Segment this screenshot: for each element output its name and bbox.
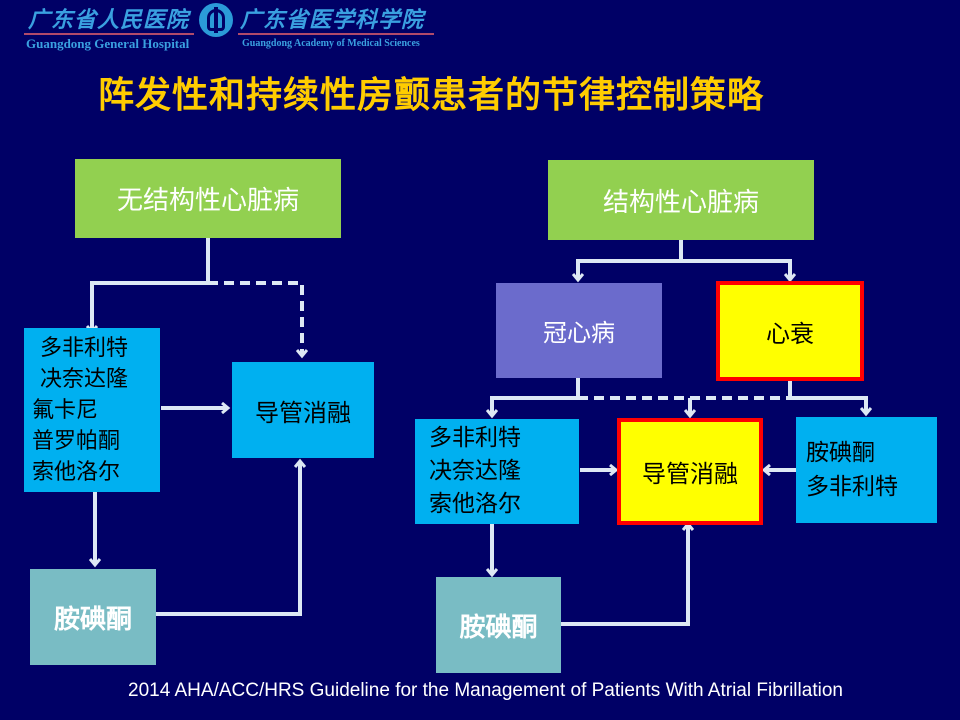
- drug-item: 多非利特: [40, 335, 129, 361]
- left-antiarrhythmic-drugs-box: 多非利特 决奈达隆 氟卡尼 普罗帕酮 索他洛尔: [24, 328, 160, 492]
- drug-item: 决奈达隆: [429, 458, 521, 484]
- catheter-ablation-label: 导管消融: [255, 398, 351, 427]
- academy-name-cn: 广东省医学科学院: [240, 7, 425, 33]
- connector-struct-to-cad: [578, 259, 681, 280]
- connector-amiodarone-to-ablation-right: [561, 524, 688, 626]
- right-catheter-ablation-box: 导管消融: [617, 418, 763, 525]
- drug-item: 氟卡尼: [32, 397, 99, 423]
- connector-hf-to-drugs: [790, 396, 866, 414]
- amiodarone-label: 胺碘酮: [53, 604, 132, 635]
- drug-item: 多非利特: [429, 425, 521, 451]
- drug-item: 索他洛尔: [429, 491, 521, 517]
- slide-title: 阵发性和持续性房颤患者的节律控制策略: [98, 74, 765, 116]
- no-structural-heart-disease-label: 无结构性心脏病: [116, 186, 299, 216]
- coronary-heart-disease-label: 冠心病: [543, 319, 615, 347]
- heart-failure-label: 心衰: [766, 319, 814, 348]
- drug-item: 普罗帕酮: [32, 428, 121, 454]
- connector-struct-to-hf: [681, 259, 790, 280]
- amiodarone-label: 胺碘酮: [459, 612, 538, 643]
- no-structural-heart-disease-box: 无结构性心脏病: [75, 159, 341, 238]
- connector-cad-to-drugs: [492, 396, 578, 416]
- logo-divider: [238, 33, 434, 35]
- cad-antiarrhythmic-drugs-box: 多非利特 决奈达隆 索他洛尔: [415, 419, 579, 524]
- hospital-name-en: Guangdong General Hospital: [26, 36, 190, 51]
- drug-item: 索他洛尔: [32, 459, 121, 485]
- connector-root-to-ablation-dashed: [208, 281, 302, 356]
- right-amiodarone-box: 胺碘酮: [436, 577, 561, 673]
- left-catheter-ablation-box: 导管消融: [232, 362, 374, 458]
- heart-failure-box: 心衰: [716, 281, 864, 381]
- connector-amiodarone-to-ablation: [156, 461, 300, 616]
- connector-root-to-drugs: [92, 281, 208, 332]
- drug-item: 决奈达隆: [40, 366, 129, 392]
- coronary-heart-disease-box: 冠心病: [496, 283, 662, 378]
- hf-antiarrhythmic-drugs-box: 胺碘酮 多非利特: [796, 417, 937, 523]
- drug-item: 多非利特: [806, 474, 898, 500]
- catheter-ablation-label: 导管消融: [642, 460, 738, 488]
- drug-item: 胺碘酮: [806, 440, 875, 466]
- guideline-citation: 2014 AHA/ACC/HRS Guideline for the Manag…: [128, 680, 843, 701]
- left-amiodarone-box: 胺碘酮: [30, 569, 156, 665]
- academy-name-en: Guangdong Academy of Medical Sciences: [242, 38, 420, 49]
- logo-divider: [24, 33, 194, 35]
- hospital-name-cn: 广东省人民医院: [28, 7, 190, 33]
- structural-heart-disease-label: 结构性心脏病: [602, 187, 759, 218]
- structural-heart-disease-box: 结构性心脏病: [548, 160, 814, 240]
- hospital-emblem-icon: [199, 3, 233, 37]
